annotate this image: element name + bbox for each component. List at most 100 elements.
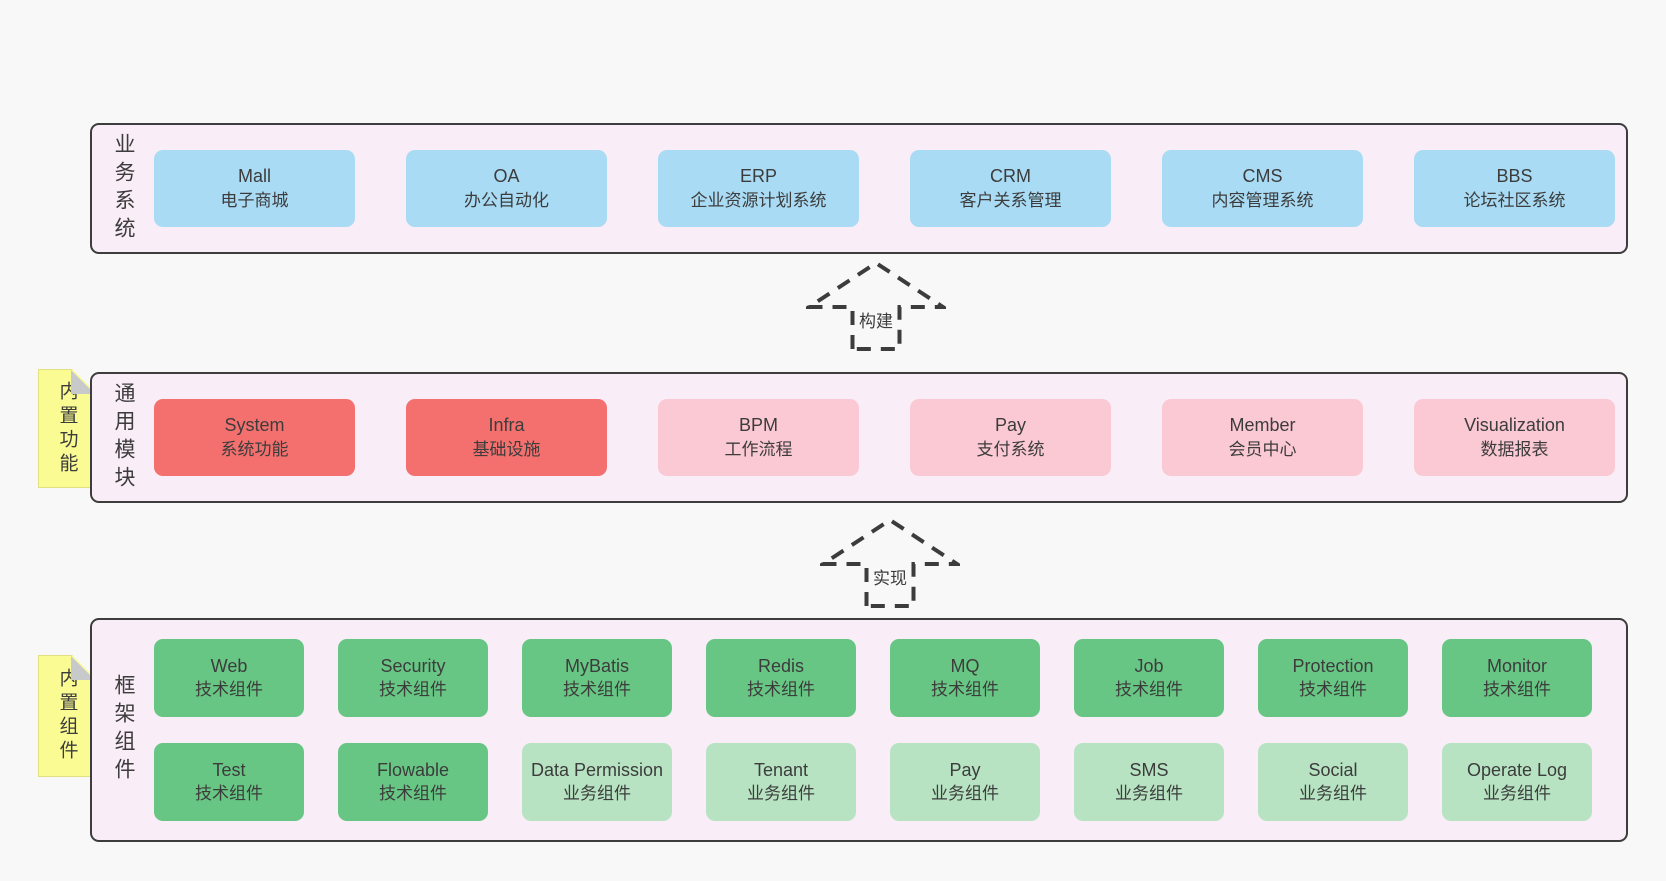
box-title: Web bbox=[210, 655, 248, 676]
box-title: MyBatis bbox=[564, 655, 629, 676]
box-title: Redis bbox=[757, 655, 805, 676]
box-data-permission: Data Permission 业务组件 bbox=[522, 743, 672, 821]
box-subtitle: 论坛社区系统 bbox=[1463, 191, 1566, 211]
box-title: Data Permission bbox=[530, 759, 664, 780]
box-title: Infra bbox=[488, 414, 525, 435]
box-erp: ERP 企业资源计划系统 bbox=[658, 150, 859, 227]
box-member: Member 会员中心 bbox=[1162, 399, 1363, 476]
box-subtitle: 技术组件 bbox=[1483, 679, 1551, 699]
box-title: Job bbox=[1134, 655, 1164, 676]
box-security: Security 技术组件 bbox=[338, 639, 488, 717]
arrow-up-icon bbox=[820, 517, 960, 608]
box-subtitle: 数据报表 bbox=[1480, 440, 1549, 460]
box-mq: MQ 技术组件 bbox=[890, 639, 1040, 717]
note-text: 内置组件 bbox=[56, 668, 78, 764]
box-subtitle: 业务组件 bbox=[1299, 783, 1367, 803]
arrow-up-icon bbox=[806, 260, 946, 351]
box-tenant: Tenant 业务组件 bbox=[706, 743, 856, 821]
box-title: Mall bbox=[237, 165, 271, 186]
box-web: Web 技术组件 bbox=[154, 639, 304, 717]
box-title: CMS bbox=[1242, 165, 1283, 186]
note-text: 内置功能 bbox=[56, 380, 78, 477]
layer-label-common-modules: 通用模块 bbox=[112, 381, 135, 494]
box-subtitle: 内容管理系统 bbox=[1211, 191, 1314, 211]
component-row-2: Test 技术组件 Flowable 技术组件 Data Permission … bbox=[154, 743, 1626, 821]
note-built-in-features: 内置功能 bbox=[38, 369, 96, 488]
box-oa: OA 办公自动化 bbox=[406, 150, 607, 227]
box-title: Test bbox=[212, 759, 246, 780]
box-title: Social bbox=[1308, 759, 1358, 780]
box-subtitle: 业务组件 bbox=[1115, 783, 1183, 803]
box-subtitle: 基础设施 bbox=[472, 440, 541, 460]
box-title: CRM bbox=[990, 165, 1031, 186]
box-title: BBS bbox=[1496, 165, 1533, 186]
box-subtitle: 企业资源计划系统 bbox=[690, 191, 827, 211]
box-title: BPM bbox=[738, 414, 778, 435]
component-row-1: Web 技术组件 Security 技术组件 MyBatis 技术组件 Redi… bbox=[154, 639, 1626, 717]
box-subtitle: 业务组件 bbox=[1483, 783, 1551, 803]
box-title: MQ bbox=[950, 655, 980, 676]
box-mall: Mall 电子商城 bbox=[154, 150, 355, 227]
box-title: Tenant bbox=[753, 759, 809, 780]
box-operate-log: Operate Log 业务组件 bbox=[1442, 743, 1592, 821]
box-flowable: Flowable 技术组件 bbox=[338, 743, 488, 821]
box-subtitle: 业务组件 bbox=[563, 783, 631, 803]
box-subtitle: 技术组件 bbox=[1299, 679, 1367, 699]
box-bbs: BBS 论坛社区系统 bbox=[1414, 150, 1615, 227]
box-sms: SMS 业务组件 bbox=[1074, 743, 1224, 821]
box-subtitle: 客户关系管理 bbox=[959, 191, 1062, 211]
box-title: Visualization bbox=[1464, 414, 1565, 435]
box-subtitle: 办公自动化 bbox=[464, 191, 549, 211]
layer-label-framework-components: 框架组件 bbox=[112, 674, 135, 786]
box-title: Member bbox=[1229, 414, 1296, 435]
box-title: Pay bbox=[994, 414, 1027, 435]
box-crm: CRM 客户关系管理 bbox=[910, 150, 1111, 227]
box-subtitle: 系统功能 bbox=[220, 440, 289, 460]
box-visualization: Visualization 数据报表 bbox=[1414, 399, 1615, 476]
box-cms: CMS 内容管理系统 bbox=[1162, 150, 1363, 227]
box-title: System bbox=[224, 414, 285, 435]
box-subtitle: 技术组件 bbox=[379, 783, 447, 803]
module-boxes-row: System 系统功能 Infra 基础设施 BPM 工作流程 Pay 支付系统… bbox=[154, 399, 1626, 476]
arrow-build: 构建 bbox=[806, 260, 946, 352]
box-system: System 系统功能 bbox=[154, 399, 355, 476]
box-subtitle: 技术组件 bbox=[747, 679, 815, 699]
box-title: Monitor bbox=[1486, 655, 1548, 676]
box-social: Social 业务组件 bbox=[1258, 743, 1408, 821]
box-subtitle: 会员中心 bbox=[1228, 440, 1297, 460]
box-redis: Redis 技术组件 bbox=[706, 639, 856, 717]
component-boxes-rows: Web 技术组件 Security 技术组件 MyBatis 技术组件 Redi… bbox=[154, 639, 1626, 821]
business-boxes-row: Mall 电子商城 OA 办公自动化 ERP 企业资源计划系统 CRM 客户关系… bbox=[154, 150, 1626, 227]
arrow-implement: 实现 bbox=[820, 517, 960, 609]
arrow-build-label: 构建 bbox=[856, 306, 896, 333]
box-bpm: BPM 工作流程 bbox=[658, 399, 859, 476]
box-subtitle: 工作流程 bbox=[724, 440, 793, 460]
box-infra: Infra 基础设施 bbox=[406, 399, 607, 476]
box-job: Job 技术组件 bbox=[1074, 639, 1224, 717]
box-title: Security bbox=[380, 655, 446, 676]
box-subtitle: 技术组件 bbox=[379, 679, 447, 699]
box-test: Test 技术组件 bbox=[154, 743, 304, 821]
box-title: SMS bbox=[1129, 759, 1169, 780]
box-subtitle: 支付系统 bbox=[976, 440, 1045, 460]
box-subtitle: 业务组件 bbox=[747, 783, 815, 803]
box-subtitle: 技术组件 bbox=[195, 783, 263, 803]
box-title: Protection bbox=[1292, 655, 1374, 676]
box-pay-component: Pay 业务组件 bbox=[890, 743, 1040, 821]
box-title: Operate Log bbox=[1466, 759, 1568, 780]
box-mybatis: MyBatis 技术组件 bbox=[522, 639, 672, 717]
box-title: ERP bbox=[739, 165, 777, 186]
box-protection: Protection 技术组件 bbox=[1258, 639, 1408, 717]
box-subtitle: 技术组件 bbox=[563, 679, 631, 699]
box-subtitle: 技术组件 bbox=[931, 679, 999, 699]
box-subtitle: 电子商城 bbox=[220, 191, 289, 211]
box-title: Pay bbox=[949, 759, 981, 780]
box-pay-module: Pay 支付系统 bbox=[910, 399, 1111, 476]
box-subtitle: 技术组件 bbox=[195, 679, 263, 699]
box-title: OA bbox=[493, 165, 520, 186]
box-subtitle: 业务组件 bbox=[931, 783, 999, 803]
arrow-implement-label: 实现 bbox=[870, 563, 910, 590]
layer-business-systems: 业务系统 Mall 电子商城 OA 办公自动化 ERP 企业资源计划系统 CRM… bbox=[90, 123, 1628, 254]
box-title: Flowable bbox=[376, 759, 450, 780]
